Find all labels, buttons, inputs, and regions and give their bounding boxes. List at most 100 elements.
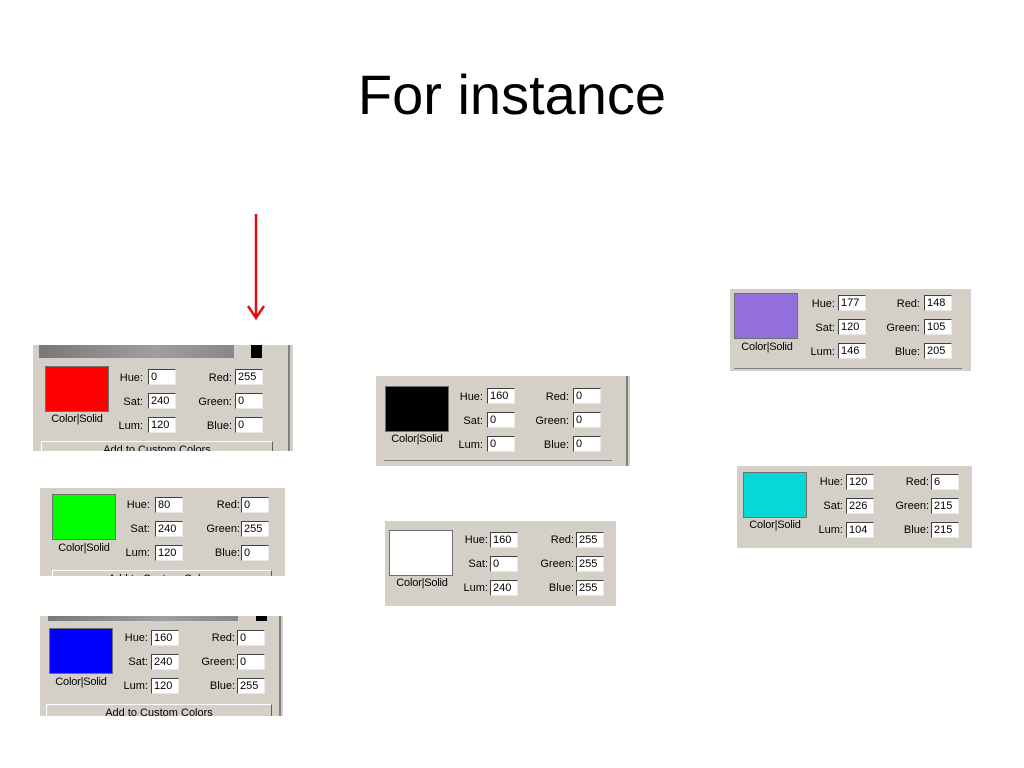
lum-label: Lum: bbox=[125, 547, 150, 559]
color-panel-blue: Color|Solid Hue: Sat: Lum: 160 240 120 R… bbox=[40, 616, 283, 716]
hue-field[interactable]: 177 bbox=[838, 295, 866, 311]
green-field[interactable]: 255 bbox=[241, 521, 269, 537]
red-label: Red: bbox=[208, 372, 232, 384]
hue-label: Hue: bbox=[459, 391, 483, 403]
red-field[interactable]: 0 bbox=[237, 630, 265, 646]
color-panel-cyan: Color|Solid Hue: Sat: Lum: 120 226 104 R… bbox=[737, 466, 972, 548]
swatch-label: Color|Solid bbox=[396, 577, 448, 589]
hue-field[interactable]: 0 bbox=[148, 369, 176, 385]
red-field[interactable]: 0 bbox=[573, 388, 601, 404]
blue-label: Blue: bbox=[903, 524, 929, 536]
blue-field[interactable]: 215 bbox=[931, 522, 959, 538]
hue-label: Hue: bbox=[819, 476, 843, 488]
swatch-label: Color|Solid bbox=[391, 433, 443, 445]
red-field[interactable]: 148 bbox=[924, 295, 952, 311]
blue-field[interactable]: 0 bbox=[241, 545, 269, 561]
green-field[interactable]: 0 bbox=[235, 393, 263, 409]
lum-label: Lum: bbox=[818, 524, 843, 536]
green-field[interactable]: 0 bbox=[573, 412, 601, 428]
swatch-label: Color|Solid bbox=[55, 676, 107, 688]
hue-label: Hue: bbox=[126, 499, 150, 511]
color-panel-white: Color|Solid Hue: Sat: Lum: 160 0 240 Red… bbox=[385, 521, 616, 606]
red-field[interactable]: 255 bbox=[576, 532, 604, 548]
hue-field[interactable]: 120 bbox=[846, 474, 874, 490]
blue-field[interactable]: 0 bbox=[573, 436, 601, 452]
lum-label: Lum: bbox=[810, 346, 835, 358]
hue-field[interactable]: 80 bbox=[155, 497, 183, 513]
color-swatch bbox=[45, 366, 109, 412]
lum-label: Lum: bbox=[458, 439, 483, 451]
lum-label: Lum: bbox=[118, 420, 143, 432]
panel-divider bbox=[384, 460, 612, 461]
lum-field[interactable]: 120 bbox=[151, 678, 179, 694]
hue-field[interactable]: 160 bbox=[487, 388, 515, 404]
color-swatch bbox=[734, 293, 798, 339]
luminosity-arrow-icon bbox=[256, 616, 267, 621]
green-field[interactable]: 0 bbox=[237, 654, 265, 670]
lum-field[interactable]: 146 bbox=[838, 343, 866, 359]
hue-label: Hue: bbox=[464, 534, 488, 546]
color-swatch bbox=[743, 472, 807, 518]
blue-field[interactable]: 255 bbox=[237, 678, 265, 694]
red-field[interactable]: 0 bbox=[241, 497, 269, 513]
swatch-label: Color|Solid bbox=[58, 542, 110, 554]
green-label: Green: bbox=[535, 415, 569, 427]
hue-label: Hue: bbox=[811, 298, 835, 310]
blue-field[interactable]: 0 bbox=[235, 417, 263, 433]
blue-label: Blue: bbox=[543, 439, 569, 451]
lum-label: Lum: bbox=[123, 680, 148, 692]
blue-field[interactable]: 205 bbox=[924, 343, 952, 359]
hue-field[interactable]: 160 bbox=[151, 630, 179, 646]
sat-label: Sat: bbox=[468, 558, 488, 570]
color-panel-black: Color|Solid Hue: Sat: Lum: 160 0 0 Red: … bbox=[376, 376, 630, 466]
sat-field[interactable]: 120 bbox=[838, 319, 866, 335]
luminosity-bar bbox=[39, 345, 234, 358]
luminosity-arrow-icon bbox=[251, 345, 262, 358]
lum-field[interactable]: 120 bbox=[148, 417, 176, 433]
red-label: Red: bbox=[545, 391, 569, 403]
red-label: Red: bbox=[896, 298, 920, 310]
blue-label: Blue: bbox=[206, 420, 232, 432]
hue-field[interactable]: 160 bbox=[490, 532, 518, 548]
green-field[interactable]: 255 bbox=[576, 556, 604, 572]
lum-field[interactable]: 240 bbox=[490, 580, 518, 596]
red-field[interactable]: 6 bbox=[931, 474, 959, 490]
lum-field[interactable]: 120 bbox=[155, 545, 183, 561]
panel-border bbox=[626, 376, 628, 466]
red-label: Red: bbox=[550, 534, 574, 546]
lum-field[interactable]: 104 bbox=[846, 522, 874, 538]
swatch-label: Color|Solid bbox=[741, 341, 793, 353]
add-to-custom-colors-button[interactable]: Add to Custom Colors bbox=[52, 570, 272, 576]
green-field[interactable]: 215 bbox=[931, 498, 959, 514]
red-arrow-down-icon bbox=[246, 214, 266, 321]
color-swatch bbox=[49, 628, 113, 674]
red-field[interactable]: 255 bbox=[235, 369, 263, 385]
color-panel-green: Color|Solid Hue: Sat: Lum: 80 240 120 Re… bbox=[40, 488, 285, 576]
sat-label: Sat: bbox=[823, 500, 843, 512]
swatch-label: Color|Solid bbox=[749, 519, 801, 531]
color-panel-purple: Color|Solid Hue: Sat: Lum: 177 120 146 R… bbox=[730, 289, 971, 371]
green-label: Green: bbox=[540, 558, 574, 570]
lum-label: Lum: bbox=[463, 582, 488, 594]
hue-label: Hue: bbox=[119, 372, 143, 384]
sat-field[interactable]: 240 bbox=[155, 521, 183, 537]
sat-label: Sat: bbox=[815, 322, 835, 334]
sat-field[interactable]: 240 bbox=[151, 654, 179, 670]
add-to-custom-colors-button[interactable]: Add to Custom Colors bbox=[41, 441, 273, 451]
add-to-custom-colors-button[interactable]: Add to Custom Colors bbox=[46, 704, 272, 716]
blue-field[interactable]: 255 bbox=[576, 580, 604, 596]
lum-field[interactable]: 0 bbox=[487, 436, 515, 452]
blue-label: Blue: bbox=[209, 680, 235, 692]
sat-field[interactable]: 0 bbox=[490, 556, 518, 572]
color-swatch bbox=[52, 494, 116, 540]
sat-field[interactable]: 226 bbox=[846, 498, 874, 514]
sat-field[interactable]: 0 bbox=[487, 412, 515, 428]
blue-label: Blue: bbox=[214, 547, 240, 559]
red-label: Red: bbox=[216, 499, 240, 511]
sat-field[interactable]: 240 bbox=[148, 393, 176, 409]
red-label: Red: bbox=[905, 476, 929, 488]
color-swatch bbox=[385, 386, 449, 432]
green-label: Green: bbox=[198, 396, 232, 408]
green-field[interactable]: 105 bbox=[924, 319, 952, 335]
sat-label: Sat: bbox=[123, 396, 143, 408]
